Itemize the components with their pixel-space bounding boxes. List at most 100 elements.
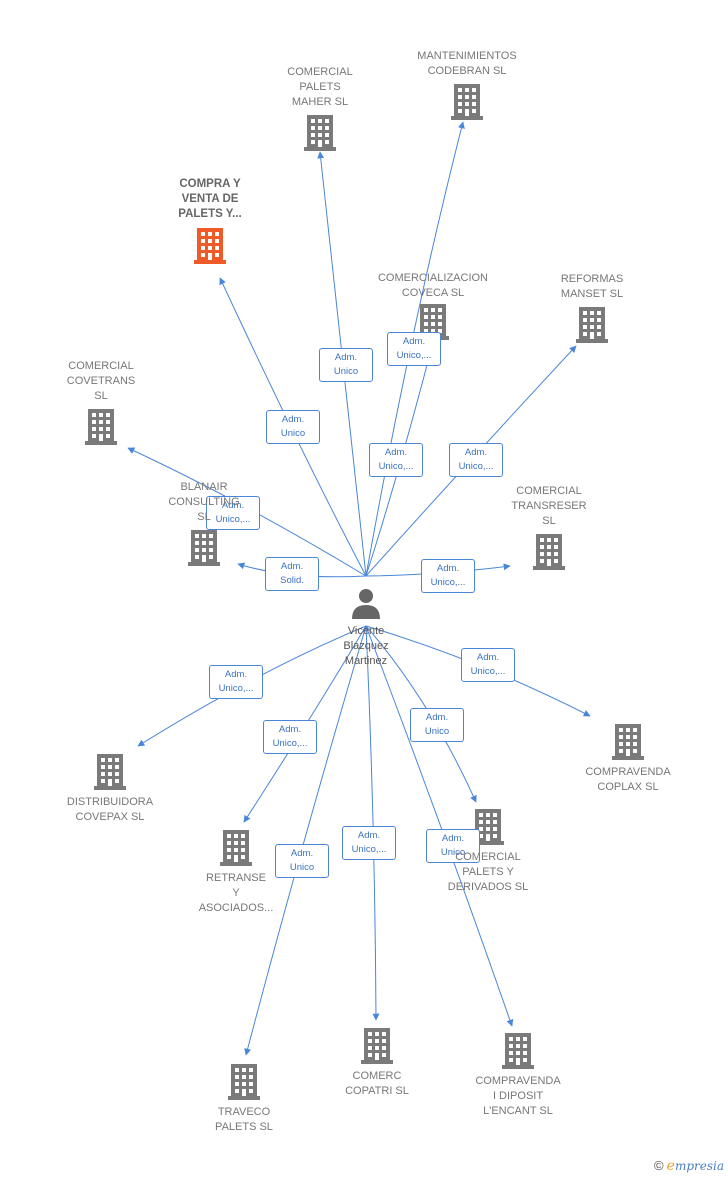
edge-role-label[interactable]: Adm.Unico,... — [369, 443, 423, 477]
edge-role-label[interactable]: Adm. Unico,... — [449, 443, 503, 477]
company-name-line: PALETS Y — [462, 866, 514, 878]
building-icon[interactable] — [304, 115, 336, 151]
company-name-line: Y — [232, 887, 240, 899]
company-name-line: COVEPAX SL — [75, 811, 145, 823]
company-name-line: COMPRAVENDA — [585, 766, 671, 778]
company-name[interactable]: COMERCIALIZACION COVECA SL — [358, 271, 508, 301]
edge-role-label[interactable]: Adm.Unico,... — [263, 720, 317, 754]
edge-role-line: Adm. — [280, 561, 304, 572]
company-name-line: COMERCIAL — [287, 66, 353, 78]
edge-role-line: Adm. — [441, 833, 465, 844]
edge-role-line: Adm. — [334, 352, 358, 363]
building-icon[interactable] — [612, 724, 644, 760]
edge-line — [365, 625, 477, 803]
edge-role-line: Adm. — [290, 848, 314, 859]
edge-role-line: Unico,... — [458, 461, 494, 472]
company-name-line: COVECA SL — [401, 287, 465, 299]
company-name-line: COMERCIALIZACION — [377, 272, 488, 284]
building-icon[interactable] — [94, 754, 126, 790]
building-icon[interactable] — [85, 409, 117, 445]
edge-role-line: Unico,... — [430, 577, 466, 588]
edge-role-line: Unico,... — [215, 514, 251, 525]
company-name[interactable]: COMPRAVENDA I DIPOSIT L'ENCANT SL — [443, 1074, 593, 1119]
edge-role-line: Solid. — [280, 575, 304, 586]
company-name-line: SL — [542, 515, 556, 527]
building-icon[interactable] — [451, 84, 483, 120]
edge-role-label[interactable]: Adm.Unico — [410, 708, 464, 742]
building-icon[interactable] — [194, 228, 226, 264]
company-name[interactable]: COMERC COPATRI SL — [302, 1069, 452, 1099]
person-name-line: Blazquez — [343, 640, 389, 652]
edge-role-label[interactable]: Adm. Unico — [319, 348, 373, 382]
edge-role-line: Adm. — [464, 447, 488, 458]
building-icon[interactable] — [188, 530, 220, 566]
edge-role-line: Unico,... — [378, 461, 414, 472]
building-icon[interactable] — [576, 307, 608, 343]
edge-role-label[interactable]: Adm.Unico — [426, 829, 480, 863]
edge-role-line: Adm. — [436, 563, 460, 574]
company-name[interactable]: COMPRAVENDA COPLAX SL — [553, 765, 703, 795]
edge-role-label[interactable]: Adm. Unico — [275, 844, 329, 878]
edge-role-line: Adm. — [221, 500, 245, 511]
company-name[interactable]: RETRANSE Y ASOCIADOS... — [161, 871, 311, 916]
company-name-line: REFORMAS — [560, 273, 624, 285]
building-icon[interactable] — [228, 1064, 260, 1100]
edge-role-line: Adm. — [476, 652, 500, 663]
company-name-line: COPLAX SL — [597, 781, 659, 793]
edge-role-label[interactable]: Adm. Solid. — [265, 557, 319, 591]
company-name-line: BLANAIR — [180, 481, 228, 493]
company-name-line: SL — [94, 390, 108, 402]
building-icon[interactable] — [361, 1028, 393, 1064]
company-name[interactable]: DISTRIBUIDORA COVEPAX SL — [35, 795, 185, 825]
edge-line — [365, 625, 380, 1021]
edge-role-line: Adm. — [357, 830, 381, 841]
edge-role-label[interactable]: Adm. Unico,... — [461, 648, 515, 682]
company-name-line: COPATRI SL — [345, 1085, 409, 1097]
company-name-line: RETRANSE — [206, 872, 266, 884]
company-name-line: SL — [197, 511, 211, 523]
company-name-line: PALETS — [299, 81, 341, 93]
company-name[interactable]: BLANAIR CONSULTING SL — [129, 480, 279, 525]
edge-role-label[interactable]: Adm.Unico — [266, 410, 320, 444]
edge-role-label[interactable]: Adm. Unico,... — [206, 496, 260, 530]
edge-role-label[interactable]: Adm. Unico,... — [421, 559, 475, 593]
edge-line — [365, 625, 514, 1027]
company-name-line: COMERCIAL — [516, 485, 582, 497]
edge-role-line: Unico — [333, 366, 359, 377]
person-name-line: Vicente — [347, 625, 385, 637]
building-icon[interactable] — [533, 534, 565, 570]
company-name-line: ASOCIADOS... — [198, 902, 274, 914]
building-icon[interactable] — [220, 830, 252, 866]
edge-role-line: Unico — [424, 726, 450, 737]
company-name-line: COMERC — [352, 1070, 402, 1082]
company-name-line: L'ENCANT SL — [483, 1105, 553, 1117]
company-name-line: I DIPOSIT — [492, 1090, 544, 1102]
edge-role-line: Unico — [280, 428, 306, 439]
company-name-line: TRAVECO — [217, 1106, 271, 1118]
company-name[interactable]: REFORMAS MANSET SL — [517, 272, 667, 302]
edge-role-line: Adm. — [278, 724, 302, 735]
edge-role-line: Unico,... — [470, 666, 506, 677]
company-name-line: CONSULTING — [168, 496, 240, 508]
company-name-line: COMPRAVENDA — [475, 1075, 561, 1087]
company-name-line: CODEBRAN SL — [427, 65, 507, 77]
person-icon[interactable] — [352, 589, 380, 619]
edge-role-label[interactable]: Adm. Unico,... — [342, 826, 396, 860]
company-name-line: MANSET SL — [560, 288, 624, 300]
edge-role-label[interactable]: Adm.Unico,... — [387, 332, 441, 366]
edge-role-label[interactable]: Adm.Unico,... — [209, 665, 263, 699]
person-name-line: Martinez — [344, 655, 388, 667]
edge-role-line: Unico,... — [396, 350, 432, 361]
edge-role-line: Unico,... — [351, 844, 387, 855]
building-icon[interactable] — [502, 1033, 534, 1069]
edge-role-line: Unico — [289, 862, 315, 873]
company-name-line: DISTRIBUIDORA — [66, 796, 154, 808]
